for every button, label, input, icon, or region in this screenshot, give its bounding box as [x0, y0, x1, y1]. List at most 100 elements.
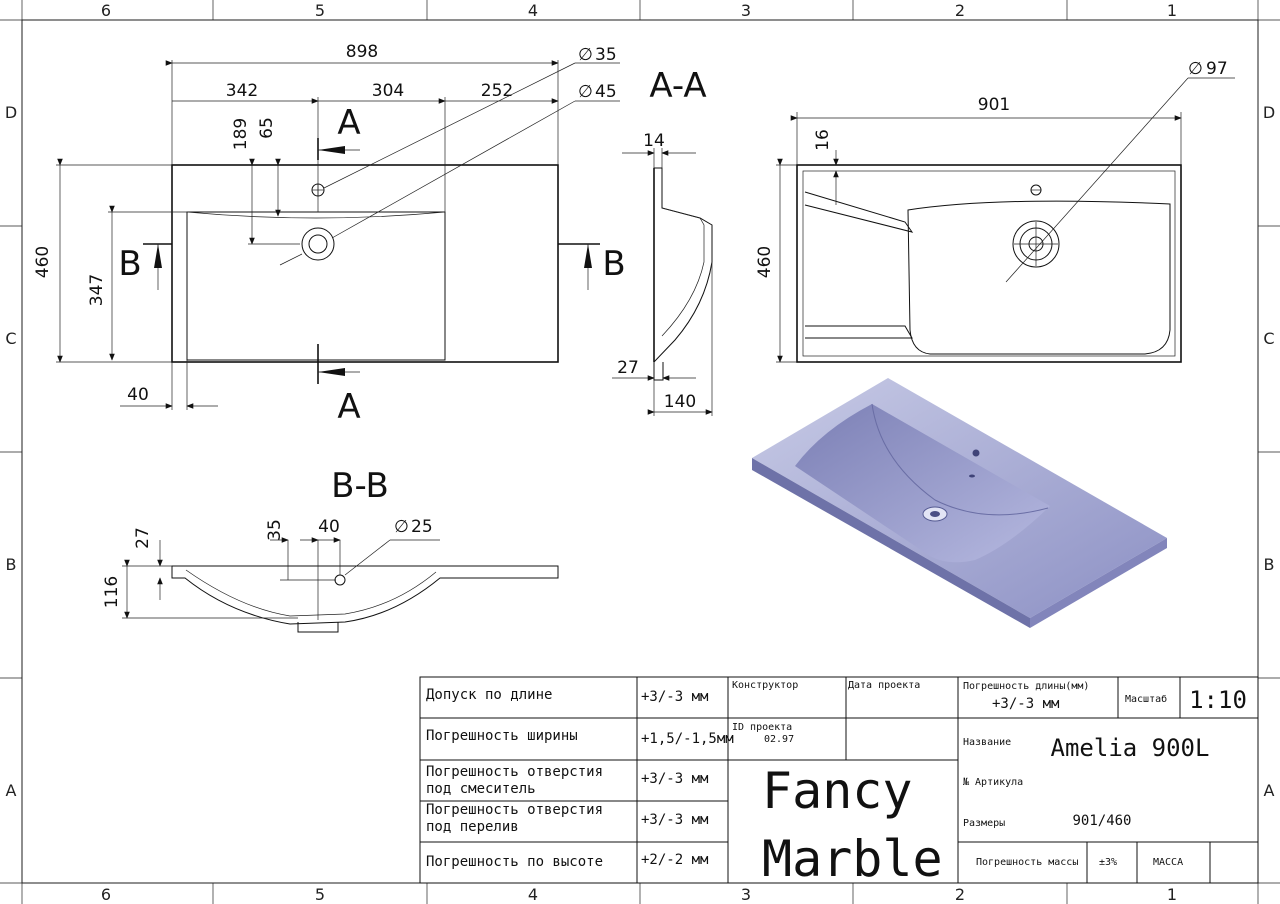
project-id-value: 02.97	[764, 734, 794, 745]
zone-row-d: D	[5, 103, 17, 122]
date-label: Дата проекта	[848, 680, 920, 691]
mass-tolerance-label: Погрешность массы	[976, 857, 1078, 868]
length-tolerance-value: +3/-3 мм	[992, 696, 1060, 712]
scale-value: 1:10	[1189, 686, 1247, 714]
tol-overflow-label-1: Погрешность отверстия	[426, 802, 603, 818]
dim-hole-large: 45	[595, 82, 617, 102]
dim-edge: 40	[127, 385, 149, 405]
zone-row-c-right: C	[1263, 329, 1274, 348]
product-name: Amelia 900L	[1051, 734, 1210, 762]
zone-col-4-bottom: 4	[528, 885, 538, 904]
dim-aa-depth: 140	[664, 392, 696, 412]
tol-mixer-label-1: Погрешность отверстия	[426, 764, 603, 780]
dim-left: 342	[226, 81, 258, 101]
zone-col-5: 5	[315, 1, 325, 20]
section-marker-a-top: A	[337, 103, 360, 143]
zone-row-a: A	[6, 781, 17, 800]
mass-label: МАССА	[1153, 857, 1183, 868]
section-marker-a-bottom: A	[337, 387, 360, 427]
dim-bb-35: 35	[265, 519, 285, 541]
designer-label: Конструктор	[732, 680, 798, 691]
dim-right-height: 460	[755, 246, 775, 278]
sink-outline	[171, 164, 559, 363]
dim-hole-small: 35	[595, 45, 617, 65]
right-view: 901 ∅ 97 16 460	[755, 59, 1235, 363]
article-label: № Артикула	[963, 777, 1023, 788]
dim-aa-bottom: 27	[617, 358, 639, 378]
dim-right-hole: 97	[1206, 59, 1228, 79]
size-value: 901/460	[1072, 813, 1131, 829]
dim-bb-hole: 25	[411, 517, 433, 537]
brand-line-1: Fancy	[762, 762, 913, 820]
tol-mixer-value: +3/-3 мм	[641, 771, 709, 787]
zone-col-5-bottom: 5	[315, 885, 325, 904]
bowl-outline	[186, 211, 446, 361]
zone-col-3: 3	[741, 1, 751, 20]
dim-dia-symbol-2: ∅	[578, 82, 593, 102]
dim-bb-40: 40	[318, 517, 340, 537]
zone-row-b: B	[6, 555, 17, 574]
zone-col-3-bottom: 3	[741, 885, 751, 904]
drain-inner	[308, 234, 328, 254]
tol-height-value: +2/-2 мм	[641, 852, 709, 868]
brand-line-2: Marble	[762, 830, 943, 888]
dim-bowl: 347	[87, 274, 107, 306]
tol-length-label: Допуск по длине	[426, 687, 552, 703]
sink-3d-render	[752, 378, 1167, 628]
scale-label: Масштаб	[1125, 693, 1167, 705]
dim-right-width: 901	[978, 95, 1010, 115]
zone-row-d-right: D	[1263, 103, 1275, 122]
zone-col-2: 2	[955, 1, 965, 20]
zone-row-a-right: A	[1264, 781, 1275, 800]
section-marker-b-right: B	[602, 244, 625, 284]
dim-right-top: 16	[813, 129, 833, 151]
dim-dia-symbol-3: ∅	[1188, 59, 1203, 79]
zone-row-b-right: B	[1264, 555, 1275, 574]
dim-height: 460	[33, 246, 53, 278]
tol-height-label: Погрешность по высоте	[426, 854, 603, 870]
zone-col-6: 6	[101, 1, 111, 20]
dim-v65: 65	[257, 117, 277, 139]
zone-col-1-bottom: 1	[1167, 885, 1177, 904]
section-aa-title: A-A	[649, 66, 706, 106]
tol-overflow-value: +3/-3 мм	[641, 812, 709, 828]
section-bb-view: B-B 27 35 40 ∅ 25 116	[102, 466, 559, 633]
dim-aa-top: 14	[643, 131, 665, 151]
zone-col-6-bottom: 6	[101, 885, 111, 904]
zone-col-4: 4	[528, 1, 538, 20]
tol-mixer-label-2: под смеситель	[426, 781, 536, 797]
zone-col-1: 1	[1167, 1, 1177, 20]
drain-outer	[301, 227, 335, 261]
right-drain-outer	[1012, 220, 1060, 268]
mass-tolerance-value: ±3%	[1099, 857, 1117, 868]
size-label: Размеры	[963, 818, 1005, 829]
dim-middle: 304	[372, 81, 404, 101]
project-id-label: ID проекта	[732, 722, 792, 733]
dim-right: 252	[481, 81, 513, 101]
zone-labels: 6 5 4 3 2 1 6 5 4 3 2 1 D C B A D C B A	[5, 1, 1275, 904]
right-bowl-outline	[907, 200, 1171, 355]
name-label: Название	[963, 737, 1011, 748]
title-block: Допуск по длине +3/-3 мм Погрешность шир…	[419, 676, 1259, 888]
dim-bb-116: 116	[102, 576, 122, 608]
tol-overflow-label-2: под перелив	[426, 819, 519, 835]
zone-row-c: C	[5, 329, 16, 348]
right-sink-outline	[796, 164, 1182, 363]
zone-col-2-bottom: 2	[955, 885, 965, 904]
dim-bb-27: 27	[133, 527, 153, 549]
dim-dia-symbol-1: ∅	[578, 45, 593, 65]
tol-width-label: Погрешность ширины	[426, 728, 578, 744]
length-tolerance-label: Погрешность длины(мм)	[963, 681, 1089, 692]
section-marker-b-left: B	[118, 244, 141, 284]
bb-overflow-hole	[334, 574, 346, 586]
tol-width-value: +1,5/-1,5мм	[641, 731, 734, 747]
section-bb-title: B-B	[331, 466, 389, 506]
dim-v189: 189	[231, 118, 251, 150]
section-aa-view: A-A 14 27 140	[612, 66, 713, 416]
tol-length-value: +3/-3 мм	[641, 689, 709, 705]
dim-dia-symbol-4: ∅	[394, 517, 409, 537]
dim-total-width: 898	[346, 42, 378, 62]
top-view: 898 342 304 252 ∅ 35 ∅ 45 189 65 460 347…	[33, 42, 626, 427]
